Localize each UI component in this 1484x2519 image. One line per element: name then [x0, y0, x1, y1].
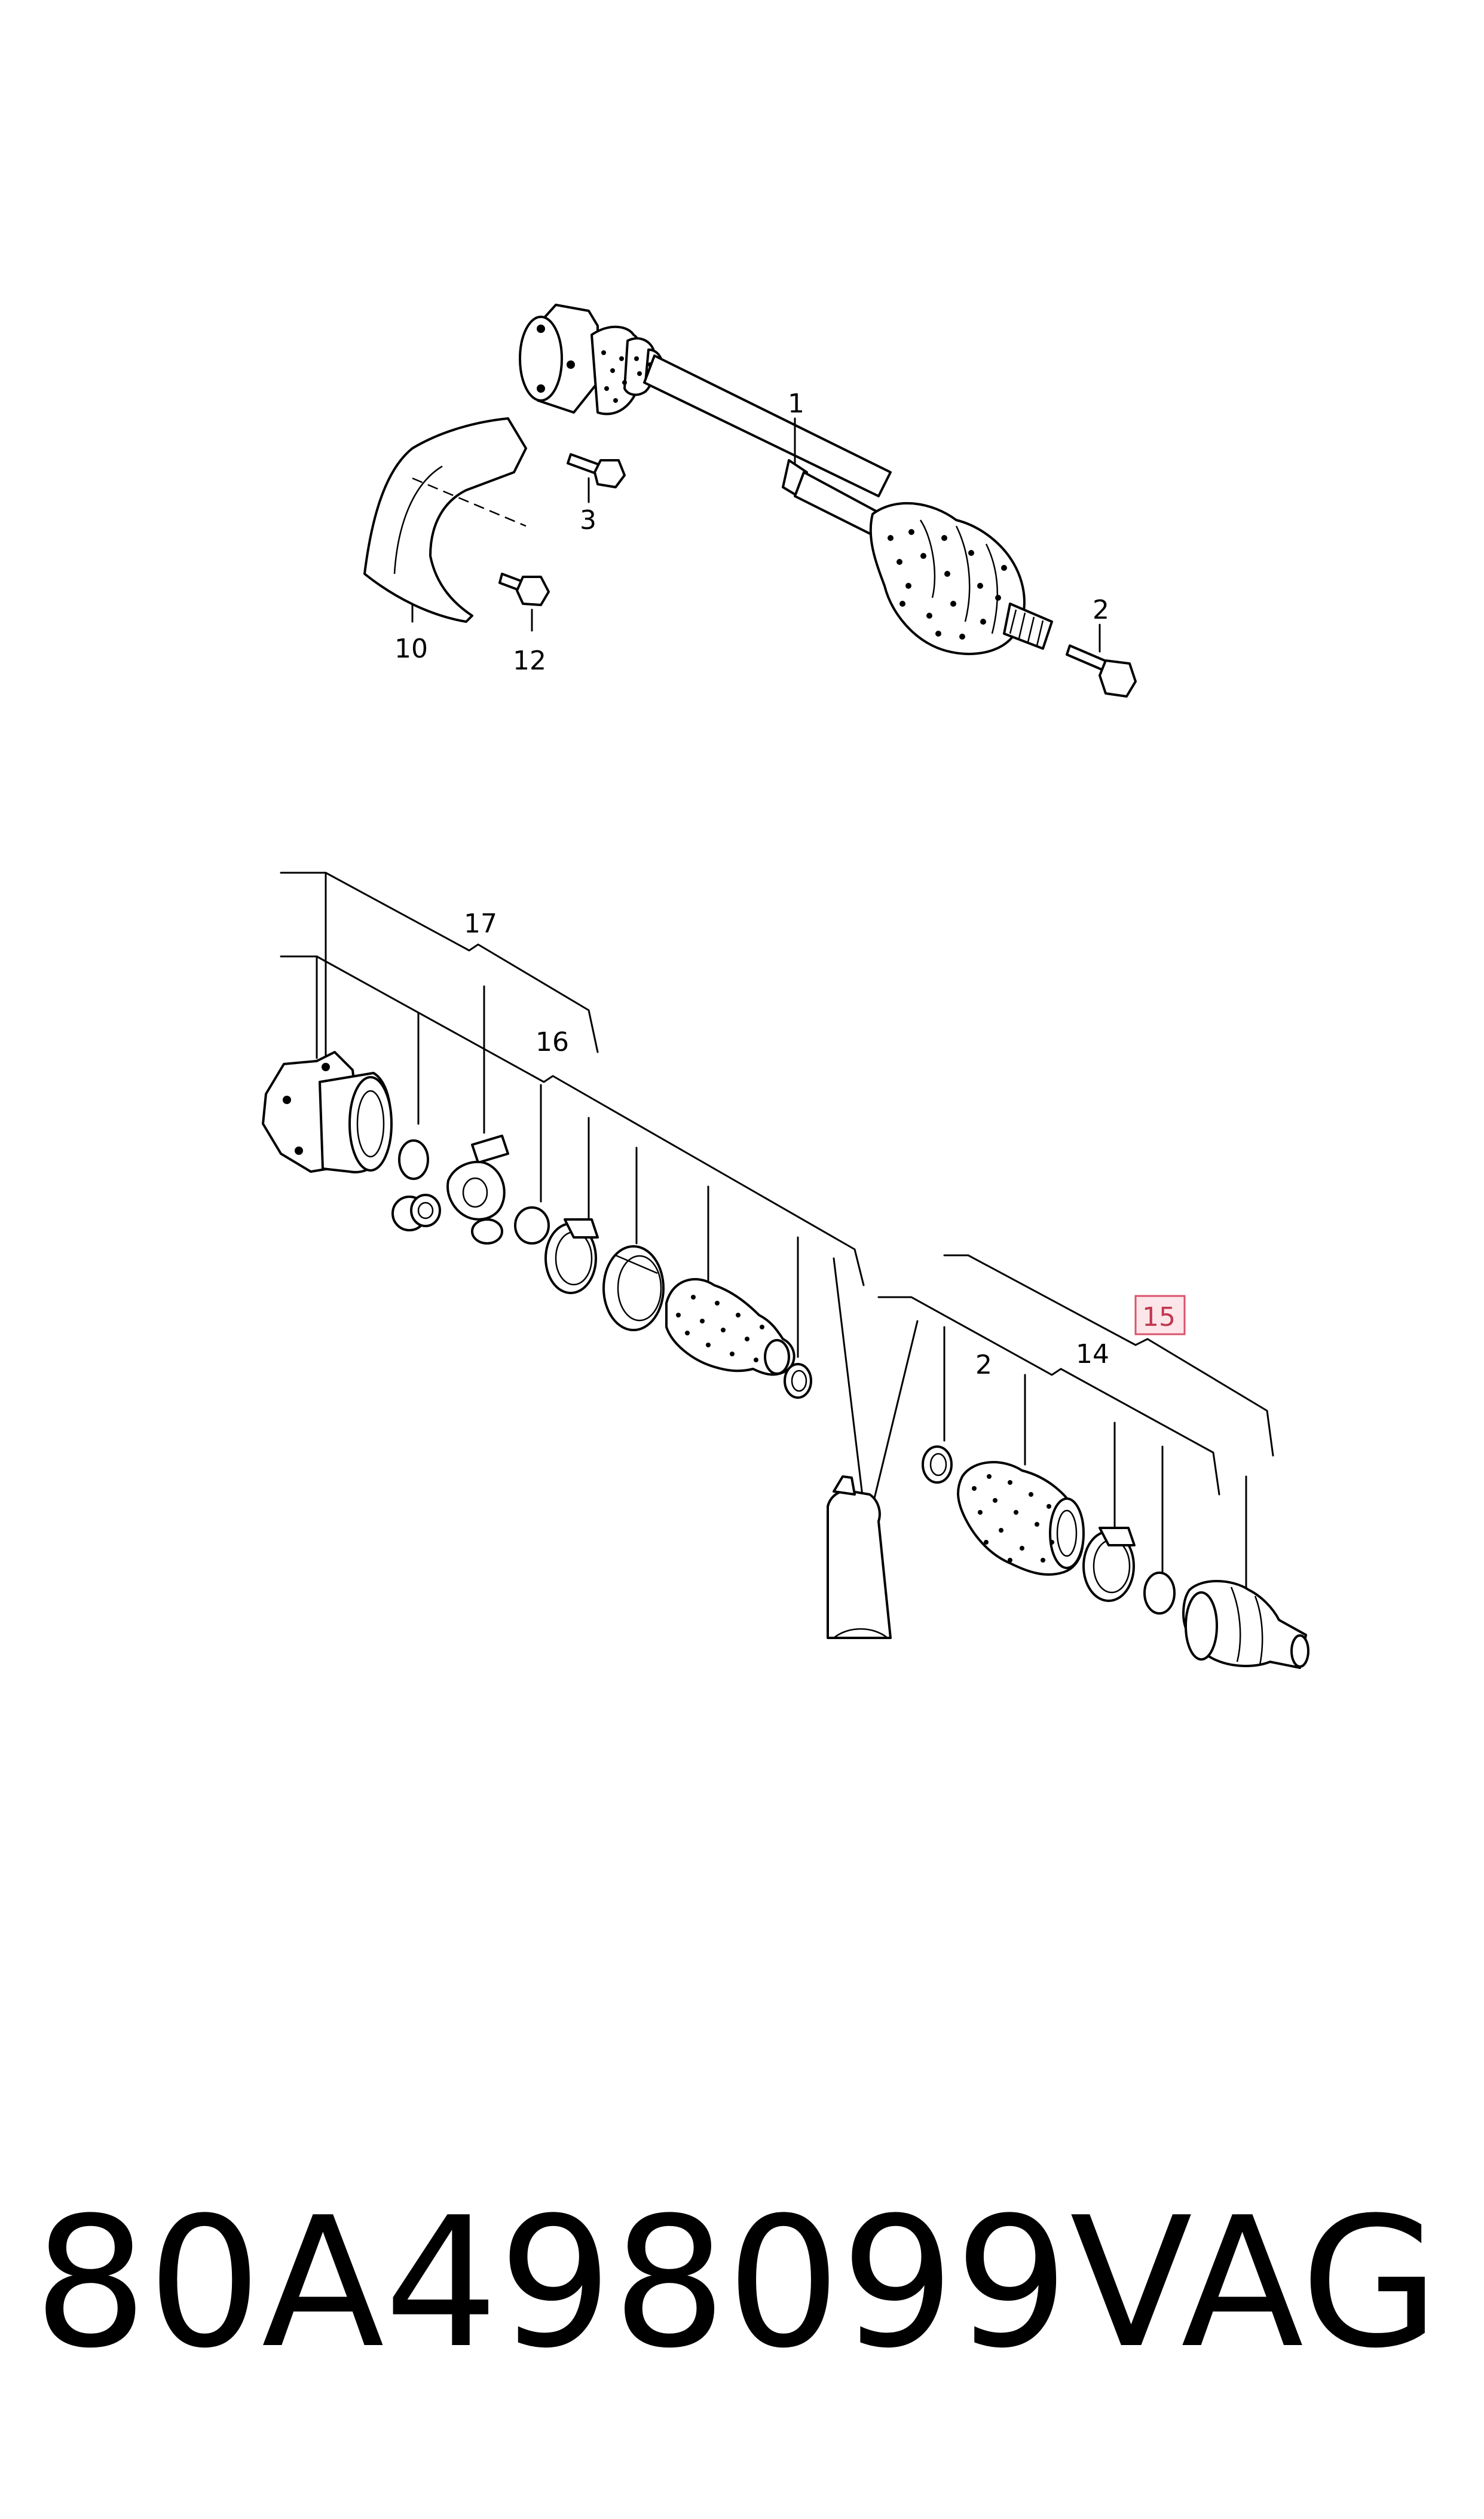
flange-bolt	[567, 453, 626, 488]
callout-10: 10	[394, 634, 428, 664]
callout-1: 1	[788, 389, 804, 419]
inner-joint-kit-parts	[262, 1051, 812, 1399]
retaining-ring	[514, 1206, 550, 1245]
outer-clamp-large	[1082, 1527, 1136, 1602]
outer-circlip	[1143, 1572, 1176, 1615]
footer: 80A498099 VAG	[0, 2152, 1484, 2415]
outer-joint-boot	[957, 1461, 1085, 1576]
outer-spline	[1003, 603, 1053, 650]
cv-joint	[1182, 1580, 1309, 1669]
bearing-cup	[391, 1194, 441, 1231]
callout-12: 12	[513, 646, 546, 676]
drive-shaft-assembly	[363, 304, 1137, 698]
callout-15: 15	[1142, 1302, 1176, 1332]
heat-shield	[363, 417, 527, 623]
inner-boot	[590, 325, 664, 415]
callout-14: 14	[1076, 1339, 1109, 1369]
outer-joint-kit-parts	[922, 1445, 1309, 1669]
part-number: 80A498099	[33, 2179, 1069, 2387]
brand-name: VAG	[1070, 2179, 1440, 2387]
joint-housing	[262, 1051, 393, 1173]
callout-17: 17	[464, 909, 497, 939]
outer-clamp-small	[922, 1445, 953, 1484]
callout-2-kit: 2	[975, 1350, 992, 1380]
shaft-tube	[643, 354, 892, 536]
inner-flange-joint	[519, 304, 599, 414]
callout-16: 16	[536, 1027, 569, 1057]
inner-joint-boot	[665, 1278, 795, 1376]
kit-brackets	[280, 872, 1274, 1603]
boot-adapter-ring	[602, 1245, 665, 1331]
top-leaders	[411, 417, 1101, 653]
callout-3: 3	[580, 505, 596, 536]
circlip	[398, 1139, 429, 1180]
shield-screw	[498, 573, 550, 606]
outer-boot	[869, 502, 1026, 655]
callout-15-highlight	[1134, 1295, 1186, 1335]
callout-2: 2	[1093, 595, 1109, 625]
tripod-spider	[446, 1135, 509, 1245]
boot-clamp-small	[784, 1363, 812, 1399]
boot-clamp-large	[544, 1218, 599, 1294]
grease-tube	[827, 1475, 892, 1639]
hub-bolt	[1066, 644, 1137, 698]
